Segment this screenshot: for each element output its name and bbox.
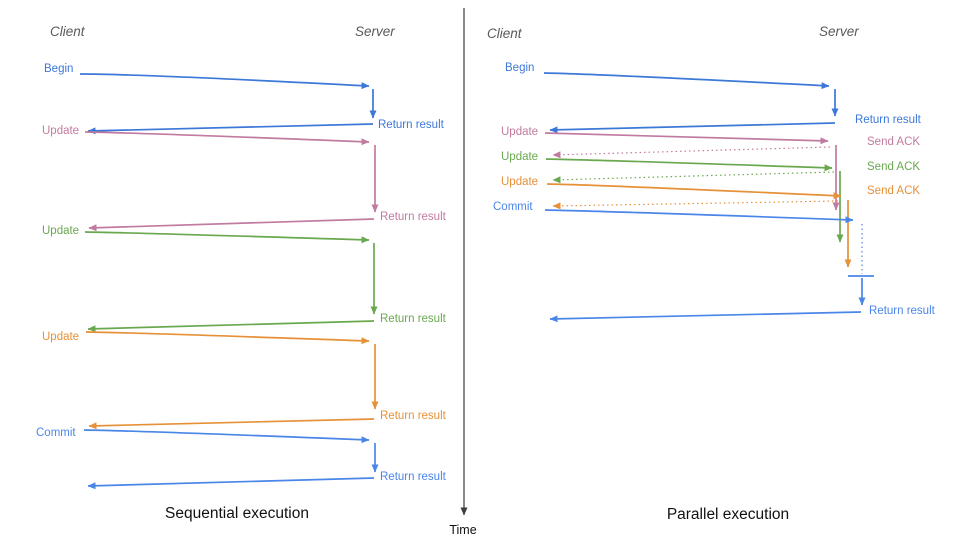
par-update3-send-arrow xyxy=(546,183,842,200)
seq-commit-label: Commit xyxy=(36,427,76,439)
seq-update1-result-label: Return result xyxy=(380,211,446,223)
seq-client-header: Client xyxy=(50,24,85,39)
par-update2-ack-arrow xyxy=(552,171,835,184)
par-update2-ack-label: Send ACK xyxy=(867,161,921,173)
par-update1-ack-arrow xyxy=(552,146,831,159)
par-commit-send-arrow xyxy=(544,209,854,224)
seq-commit-return-arrow xyxy=(87,477,375,490)
seq-begin-result-label: Return result xyxy=(378,119,444,131)
par-panel-title: Parallel execution xyxy=(666,506,790,523)
seq-commit-result-label: Return result xyxy=(380,471,446,483)
par-update1-send-arrow xyxy=(544,132,829,145)
seq-update1-send-arrow xyxy=(84,131,370,146)
par-commit-label: Commit xyxy=(493,201,533,213)
seq-update3-send-arrow xyxy=(85,331,370,345)
seq-update2-return-arrow xyxy=(87,320,375,333)
seq-begin-send-arrow xyxy=(79,73,370,90)
par-update3-ack-label: Send ACK xyxy=(867,185,921,197)
par-begin-label: Begin xyxy=(505,62,535,74)
seq-begin-return-arrow xyxy=(87,123,374,135)
seq-server-header: Server xyxy=(355,24,395,39)
par-begin-result-label: Return result xyxy=(855,114,921,126)
par-client-header: Client xyxy=(487,26,522,41)
seq-commit-send-arrow xyxy=(83,429,370,444)
seq-update1-return-arrow xyxy=(88,218,375,232)
par-commit-return-arrow xyxy=(549,311,862,323)
par-update2-send-arrow xyxy=(545,158,833,172)
par-begin-return-arrow xyxy=(549,122,836,134)
seq-update3-label: Update xyxy=(42,331,80,343)
seq-panel-title: Sequential execution xyxy=(165,505,309,522)
seq-update1-label: Update xyxy=(42,125,80,137)
seq-update3-return-arrow xyxy=(88,418,375,430)
par-begin-send-arrow xyxy=(543,72,830,90)
par-update2-label: Update xyxy=(501,151,539,163)
seq-update2-result-label: Return result xyxy=(380,313,446,325)
seq-update3-result-label: Return result xyxy=(380,410,446,422)
par-update3-ack-arrow xyxy=(552,200,839,210)
par-commit-result-label: Return result xyxy=(869,305,935,317)
par-server-header: Server xyxy=(819,24,859,39)
seq-update2-send-arrow xyxy=(84,231,370,244)
par-update1-ack-label: Send ACK xyxy=(867,136,921,148)
time-axis-label: Time xyxy=(449,523,477,537)
seq-begin-label: Begin xyxy=(44,63,74,75)
par-update3-label: Update xyxy=(501,176,539,188)
seq-update2-label: Update xyxy=(42,225,80,237)
par-update1-label: Update xyxy=(501,126,539,138)
